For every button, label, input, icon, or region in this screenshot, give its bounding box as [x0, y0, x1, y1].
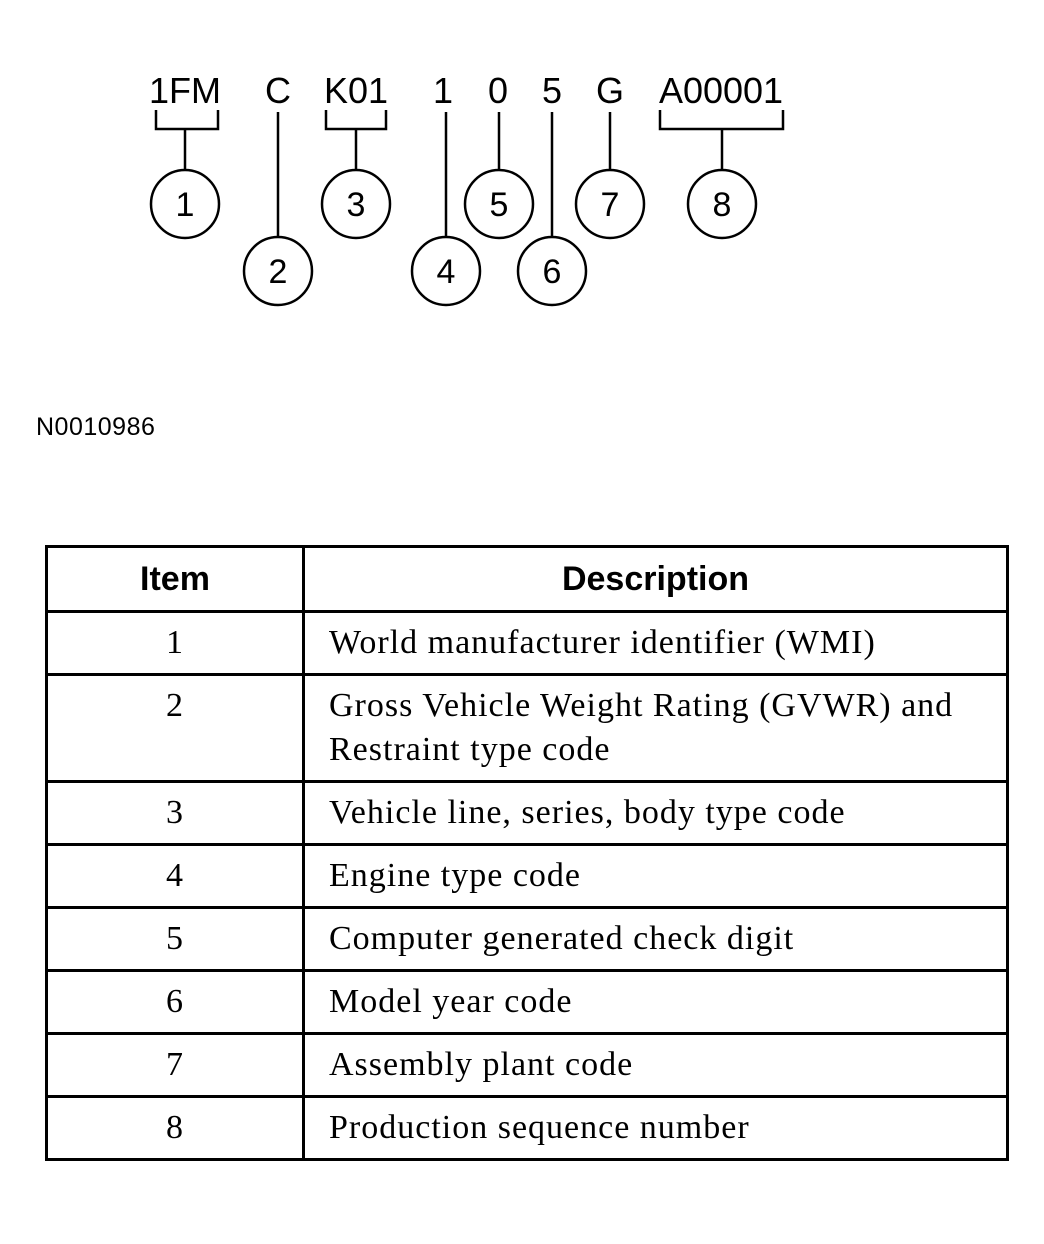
table-row: 8 Production sequence number	[45, 1095, 1009, 1161]
header-description: Description	[302, 545, 1009, 613]
callout-number: 1	[176, 186, 195, 224]
row-description: Computer generated check digit	[302, 906, 1009, 972]
bracket-sequence	[658, 110, 785, 131]
callout-number: 6	[543, 253, 562, 291]
callout-number: 7	[601, 186, 620, 224]
row-item: 8	[45, 1095, 305, 1161]
row-description: Production sequence number	[302, 1095, 1009, 1161]
row-description: Vehicle line, series, body type code	[302, 780, 1009, 846]
callout-1: 1	[149, 168, 221, 240]
callout-5: 5	[463, 168, 535, 240]
vin-segment-plant: G	[596, 70, 624, 111]
row-item: 3	[45, 780, 305, 846]
callout-4: 4	[410, 235, 482, 307]
vin-segment-sequence: A00001	[659, 70, 783, 111]
table-row: 1 World manufacturer identifier (WMI)	[45, 610, 1009, 676]
table-row: 6 Model year code	[45, 969, 1009, 1035]
vin-diagram: 1FM C K01 1 0 5 G A00001 1 2 3 4 5 6 7	[149, 70, 785, 307]
row-description: Engine type code	[302, 843, 1009, 909]
callout-number: 2	[269, 253, 288, 291]
callout-6: 6	[516, 235, 588, 307]
vin-segment-engine: 1	[433, 70, 453, 111]
vin-segment-check: 0	[488, 70, 508, 111]
vin-segment-gvwr: C	[265, 70, 291, 111]
table-row: 7 Assembly plant code	[45, 1032, 1009, 1098]
table-row: 5 Computer generated check digit	[45, 906, 1009, 972]
row-description: Gross Vehicle Weight Rating (GVWR) and R…	[302, 673, 1009, 783]
row-item: 7	[45, 1032, 305, 1098]
table-header-row: Item Description	[45, 545, 1009, 613]
callout-3: 3	[320, 168, 392, 240]
row-item: 5	[45, 906, 305, 972]
row-item: 6	[45, 969, 305, 1035]
callout-number: 8	[713, 186, 732, 224]
callout-8: 8	[686, 168, 758, 240]
figure-id: N0010986	[36, 413, 156, 441]
vin-segment-wmi: 1FM	[149, 70, 221, 111]
table-row: 3 Vehicle line, series, body type code	[45, 780, 1009, 846]
row-item: 4	[45, 843, 305, 909]
callout-7: 7	[574, 168, 646, 240]
row-item: 1	[45, 610, 305, 676]
vin-segment-line: K01	[324, 70, 388, 111]
callout-number: 3	[347, 186, 366, 224]
row-description: Assembly plant code	[302, 1032, 1009, 1098]
table-row: 4 Engine type code	[45, 843, 1009, 909]
vin-segment-year: 5	[542, 70, 562, 111]
row-description: Model year code	[302, 969, 1009, 1035]
callout-number: 5	[490, 186, 509, 224]
legend-table: Item Description 1 World manufacturer id…	[45, 545, 1009, 1161]
bracket-wmi	[154, 110, 220, 131]
bracket-line	[324, 110, 388, 131]
callout-2: 2	[242, 235, 314, 307]
table-row: 2 Gross Vehicle Weight Rating (GVWR) and…	[45, 673, 1009, 783]
header-item: Item	[45, 545, 305, 613]
row-item: 2	[45, 673, 305, 783]
row-description: World manufacturer identifier (WMI)	[302, 610, 1009, 676]
callout-number: 4	[437, 253, 456, 291]
